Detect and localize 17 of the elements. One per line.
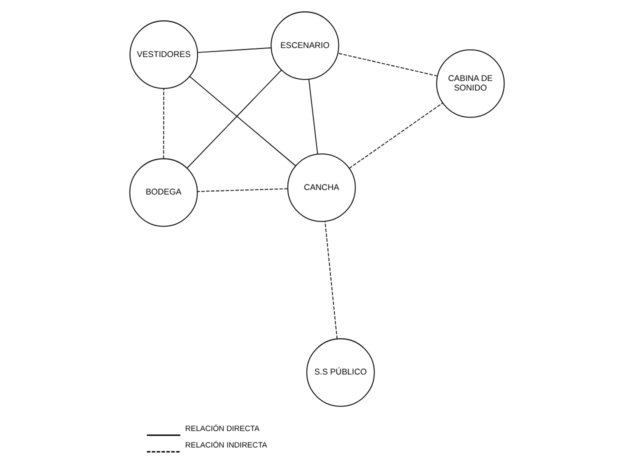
connector — [308, 78, 318, 154]
node-circle: S.S PÚBLICO — [306, 338, 374, 406]
connector — [324, 220, 338, 339]
legend-label: RELACIÓN DIRECTA — [184, 423, 260, 432]
connector — [337, 52, 438, 76]
connector — [196, 46, 272, 52]
connector — [162, 88, 164, 159]
connector — [348, 102, 443, 168]
node-circle: ESCENARIO — [270, 10, 339, 80]
connector — [186, 69, 282, 168]
node-circle: CANCHA — [286, 152, 356, 222]
node-circle: CABINA DE SONIDO — [436, 48, 504, 118]
connector — [196, 188, 288, 192]
node-circle: VESTIDORES — [129, 20, 198, 88]
node-circle: BODEGA — [128, 158, 198, 226]
legend-label: RELACIÓN INDIRECTA — [184, 440, 267, 450]
connector — [188, 76, 296, 166]
